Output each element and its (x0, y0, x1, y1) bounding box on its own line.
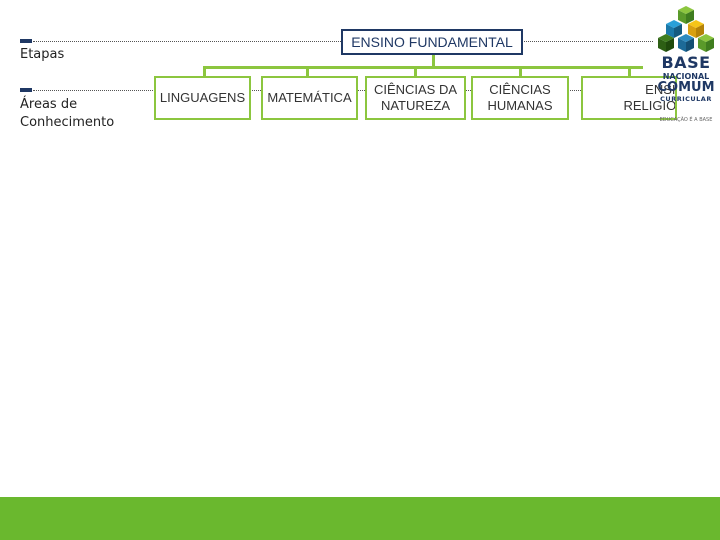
box-area-ciencias-natureza: CIÊNCIAS DA NATUREZA (365, 76, 466, 120)
box-area-matematica: MATEMÁTICA (261, 76, 358, 120)
logo-text-nacional: NACIONAL (662, 72, 710, 81)
logo-text-curricular: CURRICULAR (660, 95, 712, 103)
bncc-cubes-logo-icon (658, 6, 714, 52)
box-area-linguagens: LINGUAGENS (154, 76, 251, 120)
box-area-ensino-religioso: ENSINO RELIGIOSO (581, 76, 677, 120)
footer-band (0, 497, 720, 540)
row-label-areas-line2: Conhecimento (20, 115, 115, 130)
box-ensino-fundamental-label: ENSINO FUNDAMENTAL (351, 34, 513, 50)
connector-drop-2 (306, 66, 309, 78)
areas-marker (20, 88, 32, 92)
area-label-ciencias-natureza-2: NATUREZA (380, 98, 451, 113)
logo-text-base: BASE (661, 53, 711, 72)
connector-drop-4 (519, 66, 522, 78)
connector-horizontal (203, 66, 643, 69)
area-label-linguagens: LINGUAGENS (159, 90, 246, 105)
connector-vertical-top (432, 54, 435, 67)
area-label-ensino-religioso-2: RELIGIOSO (623, 98, 677, 113)
area-label-ciencias-humanas-2: HUMANAS (487, 98, 553, 113)
etapas-marker (20, 39, 32, 43)
connector-drop-1 (203, 66, 206, 78)
area-label-ciencias-natureza-1: CIÊNCIAS DA (373, 82, 458, 97)
row-label-etapas: Etapas (20, 47, 65, 62)
area-label-ciencias-humanas-1: CIÊNCIAS (489, 82, 551, 97)
logo-text-comum: COMUM (657, 80, 715, 95)
box-area-ciencias-humanas: CIÊNCIAS HUMANAS (471, 76, 569, 120)
row-label-areas-line1: Áreas de (20, 97, 78, 112)
connector-drop-3 (414, 66, 417, 78)
logo-tagline: EDUCAÇÃO É A BASE (659, 117, 713, 123)
connector-drop-5 (628, 66, 631, 78)
box-ensino-fundamental: ENSINO FUNDAMENTAL (341, 29, 523, 55)
area-label-matematica: MATEMÁTICA (267, 90, 352, 105)
row-label-areas: Áreas de Conhecimento (20, 96, 114, 132)
area-label-ensino-religioso-1: ENSINO (645, 82, 676, 97)
